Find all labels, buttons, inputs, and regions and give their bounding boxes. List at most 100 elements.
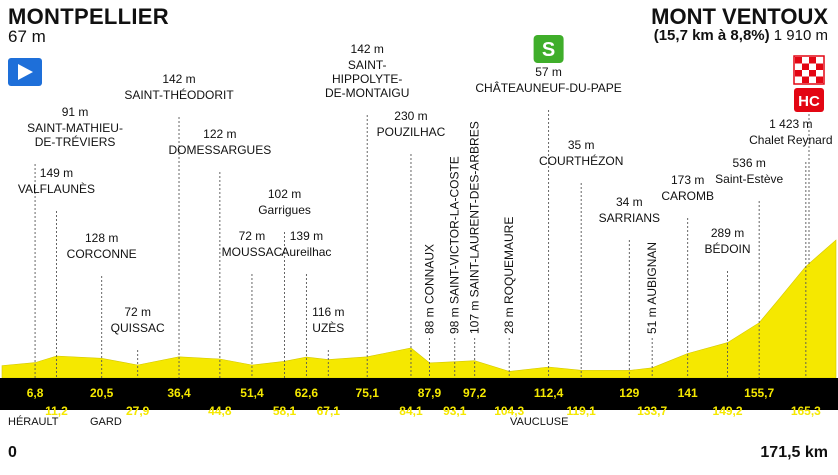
- waypoint-name: CAROMB: [661, 189, 714, 203]
- waypoint-name: CONNAUX: [422, 244, 436, 304]
- waypoint-label-rotated: 107 m SAINT-LAURENT-DES-ARBRES: [468, 121, 482, 334]
- finish-flag-square: [816, 76, 823, 83]
- waypoint-km: 51,4: [240, 386, 264, 400]
- distance-end: 171,5 km: [760, 444, 828, 461]
- finish-flag-square: [809, 57, 816, 64]
- start-arrow-icon: [18, 64, 33, 80]
- distance-bar: [0, 378, 838, 410]
- finish-altitude: 1 910 m: [773, 27, 828, 44]
- waypoint-name: Aureilhac: [281, 245, 331, 259]
- profile-area: [1, 239, 837, 379]
- waypoint-name: SAINT-MATHIEU-: [27, 121, 123, 135]
- finish-climb: (15,7 km à 8,8%): [653, 27, 770, 44]
- waypoint-km: 87,9: [418, 386, 442, 400]
- waypoint-name: MOUSSAC: [222, 245, 283, 259]
- waypoint-altitude: 34 m: [616, 195, 643, 209]
- waypoint-name: CORCONNE: [67, 247, 137, 261]
- waypoint-km: 129: [619, 386, 639, 400]
- finish-flag-square: [809, 70, 816, 77]
- waypoint-label-rotated: 88 m CONNAUX: [422, 244, 436, 334]
- waypoint-name: SAINT-VICTOR-LA-COSTE: [448, 156, 462, 304]
- waypoint-altitude: 72 m: [239, 229, 266, 243]
- waypoint-km: 104,3: [494, 404, 524, 418]
- waypoint-altitude: 28 m: [502, 304, 516, 334]
- waypoint-km: 67,1: [317, 404, 341, 418]
- waypoint-km: 97,2: [463, 386, 487, 400]
- waypoint-km: 155,7: [744, 386, 774, 400]
- finish-flag-square: [802, 63, 809, 70]
- waypoint-altitude: 230 m: [394, 109, 427, 123]
- finish-flag-square: [816, 63, 823, 70]
- waypoint-km: 62,6: [295, 386, 319, 400]
- waypoint-altitude: 139 m: [290, 229, 323, 243]
- finish-town: MONT VENTOUX: [651, 4, 828, 29]
- waypoint-name: HIPPOLYTE-: [332, 72, 402, 86]
- waypoint-altitude: 91 m: [62, 105, 89, 119]
- finish-flag-square: [802, 76, 809, 83]
- waypoint-altitude: 142 m: [162, 72, 195, 86]
- waypoint-altitude: 173 m: [671, 173, 704, 187]
- region-gard: GARD: [90, 416, 122, 428]
- waypoint-name: CHÂTEAUNEUF-DU-PAPE: [475, 80, 621, 95]
- waypoint-name: Saint-Estève: [715, 172, 783, 186]
- waypoint-altitude: 51 m: [645, 305, 659, 334]
- waypoint-name: Chalet Reynard: [749, 133, 832, 147]
- waypoint-altitude: 1 423 m: [769, 117, 812, 131]
- waypoint-km: 27,9: [126, 404, 150, 418]
- start-town: MONTPELLIER: [8, 4, 169, 29]
- waypoint-altitude: 72 m: [124, 305, 151, 319]
- waypoint-altitude: 116 m: [312, 305, 344, 319]
- waypoint-altitude: 35 m: [568, 138, 595, 152]
- waypoint-km: 11,2: [45, 404, 68, 418]
- waypoint-km: 20,5: [90, 386, 114, 400]
- waypoint-name: UZÈS: [312, 320, 344, 335]
- waypoint-altitude: 142 m: [351, 42, 384, 56]
- waypoint-altitude: 102 m: [268, 187, 301, 201]
- finish-climb-info: (15,7 km à 8,8%) 1 910 m: [654, 27, 828, 44]
- waypoint-altitude: 122 m: [203, 127, 236, 141]
- waypoint-name: SAINT-LAURENT-DES-ARBRES: [468, 121, 482, 297]
- waypoint-km: 112,4: [534, 386, 564, 400]
- waypoint-altitude: 107 m: [468, 297, 482, 334]
- waypoint-name: BÉDOIN: [705, 241, 751, 256]
- waypoint-altitude: 128 m: [85, 231, 118, 245]
- sprint-badge-label: S: [542, 39, 555, 61]
- waypoint-label-rotated: 28 m ROQUEMAURE: [502, 217, 516, 334]
- waypoint-km: 36,4: [167, 386, 191, 400]
- distance-start: 0: [8, 444, 17, 461]
- waypoint-km: 165,3: [791, 404, 821, 418]
- waypoint-altitude: 88 m: [422, 304, 436, 334]
- waypoint-label-rotated: 98 m SAINT-VICTOR-LA-COSTE: [448, 156, 462, 334]
- waypoint-km: 84,1: [399, 404, 423, 418]
- waypoint-km: 141: [678, 386, 698, 400]
- region-herault: HÉRAULT: [8, 416, 59, 428]
- waypoint-km: 133,7: [637, 404, 667, 418]
- waypoint-name: DE-MONTAIGU: [325, 86, 409, 100]
- waypoint-name: POUZILHAC: [377, 125, 446, 139]
- waypoint-name: SAINT-THÉODORIT: [124, 87, 234, 102]
- waypoint-name: ROQUEMAURE: [502, 217, 516, 304]
- region-vaucluse: VAUCLUSE: [510, 416, 569, 428]
- waypoint-km: 58,1: [273, 404, 297, 418]
- waypoint-name: AUBIGNAN: [645, 242, 659, 305]
- finish-flag-square: [795, 70, 802, 77]
- waypoint-name: Garrigues: [258, 203, 311, 217]
- waypoint-altitude: 98 m: [448, 304, 462, 334]
- waypoint-km: 75,1: [356, 386, 380, 400]
- hc-badge-icon: [794, 88, 824, 112]
- sprint-badge-icon: [533, 35, 564, 63]
- waypoint-altitude: 536 m: [732, 156, 765, 170]
- waypoint-km: 149,2: [713, 404, 743, 418]
- finish-flag-square: [795, 57, 802, 64]
- waypoint-name: SARRIANS: [599, 211, 660, 225]
- waypoint-km: 119,1: [566, 404, 596, 418]
- waypoint-name: DOMESSARGUES: [169, 143, 272, 157]
- waypoint-name: VALFLAUNÈS: [18, 181, 95, 196]
- waypoint-altitude: 149 m: [40, 166, 73, 180]
- waypoint-altitude: 289 m: [711, 226, 744, 240]
- waypoint-km: 93,1: [443, 404, 467, 418]
- waypoint-name: COURTHÉZON: [539, 153, 623, 168]
- waypoint-name: SAINT-: [348, 58, 387, 72]
